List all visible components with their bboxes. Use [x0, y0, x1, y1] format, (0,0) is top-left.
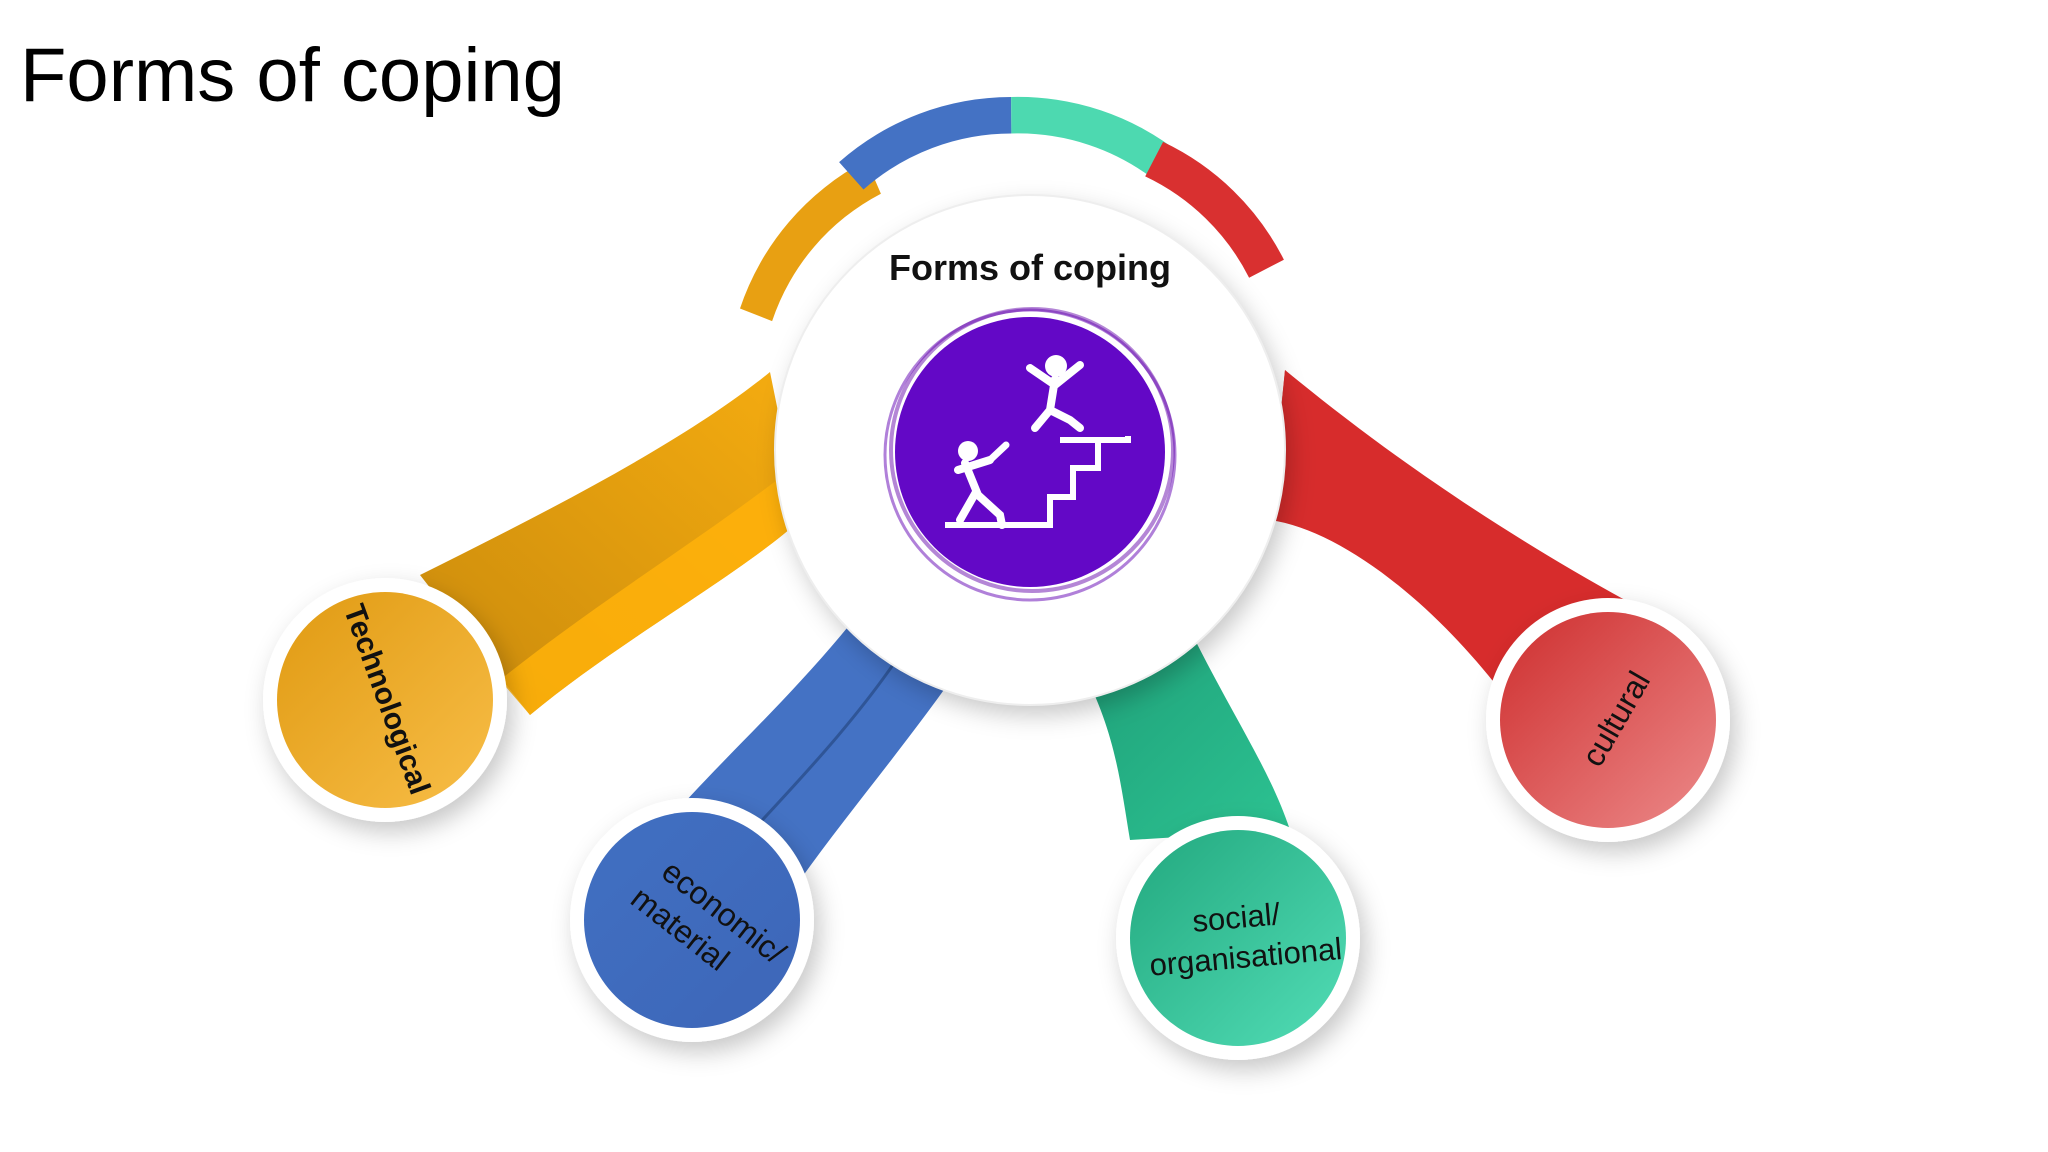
branch-social-organisational: social/ organisational — [1116, 816, 1360, 1060]
slide-title: Forms of coping — [20, 33, 565, 118]
branch-cultural: cultural — [1486, 598, 1730, 842]
ring-arc-green — [1011, 96, 1181, 183]
hub-outer-ring — [740, 96, 1284, 322]
branch-economic-material: economic/ material — [570, 798, 814, 1042]
hub-title: Forms of coping — [889, 247, 1171, 288]
ring-arc-blue — [839, 97, 1012, 190]
ring-arc-red — [1145, 141, 1284, 278]
arm-technological — [420, 372, 800, 715]
branch-technological: Technological — [263, 578, 507, 822]
hub: Forms of coping — [774, 194, 1286, 706]
arm-cultural-upper — [1270, 370, 1625, 690]
ring-arc-orange — [740, 160, 881, 322]
arm-technological-highlight — [500, 470, 800, 715]
person-falling-on-stairs-icon — [883, 307, 1177, 602]
branch-social-label-line1: social/ — [1191, 896, 1282, 939]
